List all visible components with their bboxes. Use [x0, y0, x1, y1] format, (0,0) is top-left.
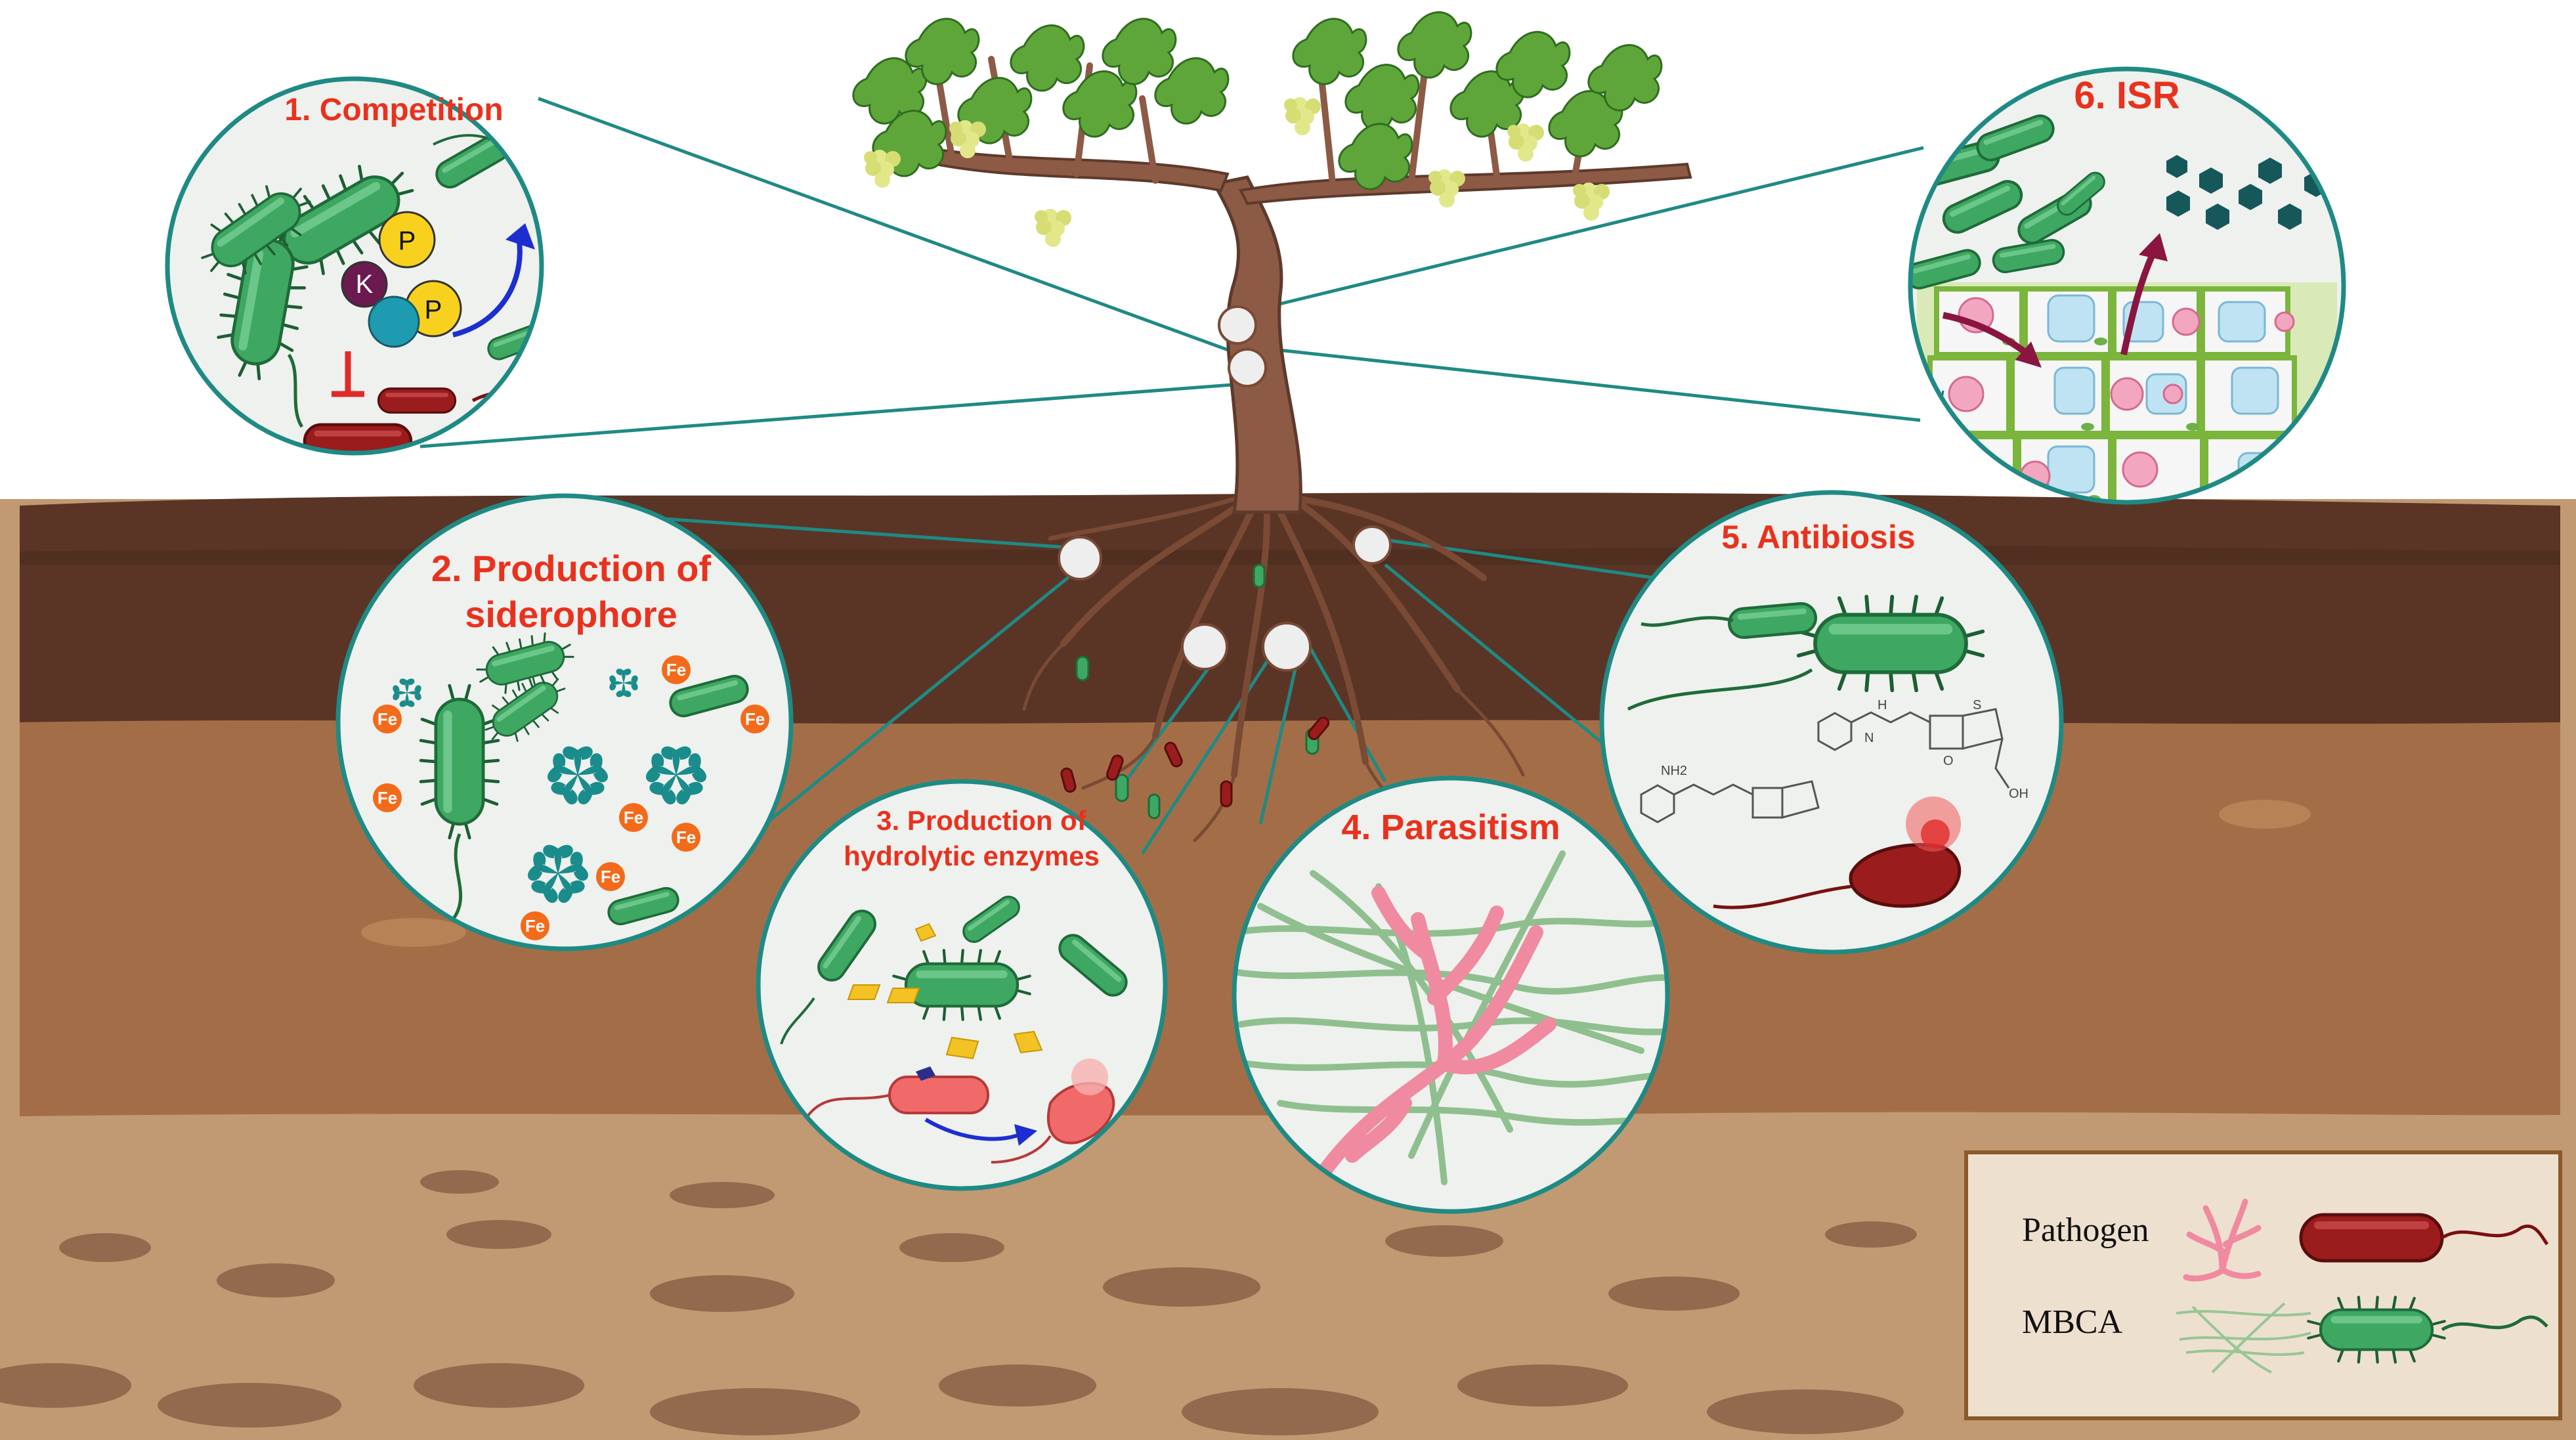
pathogen-bacterium-icon [2299, 1213, 2549, 1263]
svg-text:OH: OH [2009, 787, 2029, 801]
svg-text:Fe: Fe [666, 660, 686, 680]
svg-text:S: S [1973, 698, 1981, 712]
panel-title-line2: hydrolytic enzymes [844, 840, 1100, 871]
svg-text:Fe: Fe [745, 709, 765, 729]
panel-title: 5. Antibiosis [1721, 519, 1915, 556]
svg-text:Fe: Fe [676, 827, 696, 847]
connector-lines [419, 97, 1924, 855]
ion-label: P [398, 227, 416, 255]
panel-title: 6. ISR [2074, 74, 2179, 117]
svg-text:N: N [1864, 731, 1874, 745]
mbca-bacterium-icon [2308, 1297, 2548, 1362]
panel-isr: 6. ISR [1908, 66, 2346, 505]
panel-title: 1. Competition [284, 93, 503, 127]
svg-text:Fe: Fe [377, 788, 397, 808]
roots [1022, 496, 1525, 842]
svg-text:NH2: NH2 [1661, 764, 1687, 778]
legend-label-pathogen: Pathogen [2022, 1211, 2149, 1249]
pathogen-fungus-icon [2183, 1198, 2262, 1282]
svg-text:Fe: Fe [525, 916, 545, 936]
ion-label: K [356, 270, 374, 299]
panel-title-line1: 2. Production of [431, 548, 712, 589]
panel-parasitism: 4. Parasitism [1232, 775, 1670, 1214]
panel-siderophore: Fe Fe Fe Fe Fe Fe Fe Fe 2. Production of… [335, 493, 794, 951]
ion-potassium-icon [341, 261, 388, 308]
svg-text:H: H [1878, 698, 1887, 712]
svg-text:O: O [1943, 754, 1954, 768]
ion-ca-icon [368, 295, 420, 348]
grapevine [852, 11, 1692, 842]
legend-label-mbca: MBCA [2022, 1303, 2123, 1341]
panel-title: 4. Parasitism [1341, 808, 1560, 847]
ion-label: P [425, 295, 442, 324]
antibiotic-structure [1640, 708, 2010, 823]
iron-ion-labels: Fe Fe Fe Fe Fe Fe Fe Fe [377, 660, 765, 936]
ion-phosphate-icon [378, 211, 436, 269]
legend: Pathogen MBCA [1964, 1150, 2562, 1420]
panel-competition: P K P 1. Competition [165, 76, 544, 456]
svg-text:Fe: Fe [601, 867, 620, 886]
panel-title-line1: 3. Production of [876, 805, 1087, 836]
plant-cell-grid [1917, 282, 2337, 502]
panel-antibiosis: NH2 H N S OH O 5. Antibiosis [1599, 490, 2064, 955]
svg-text:Fe: Fe [377, 709, 397, 729]
mbca-fungus-icon [2176, 1302, 2311, 1374]
location-markers [1058, 305, 1392, 672]
panel-hydrolytic-enzymes: 3. Production of hydrolytic enzymes [756, 779, 1168, 1191]
svg-text:Fe: Fe [624, 808, 643, 827]
panel-title-line2: siderophore [465, 594, 677, 635]
